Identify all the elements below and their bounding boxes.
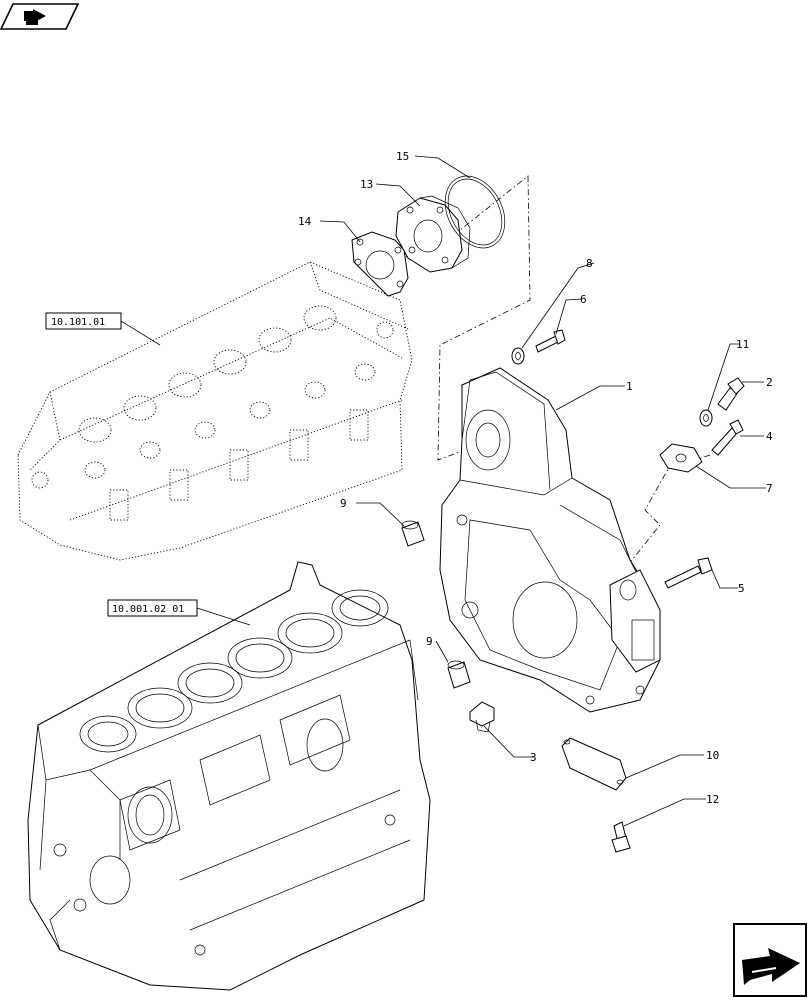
- washer-part-11: [699, 409, 713, 427]
- callout-2: 2: [766, 376, 773, 389]
- dowel-part-9-lower: [447, 660, 471, 689]
- callout-11: 11: [736, 338, 749, 351]
- bolt-part-4: [711, 419, 744, 456]
- plug-part-2: [717, 377, 745, 411]
- washer-part-8: [511, 347, 525, 365]
- book-arrow-icon[interactable]: [0, 3, 80, 30]
- callout-14: 14: [298, 215, 312, 228]
- ref-engine-block-label: 10.001.02 01: [112, 604, 184, 615]
- bolt-part-6: [535, 329, 566, 353]
- next-page-arrow-icon[interactable]: [733, 923, 807, 997]
- callout-labels: 1 2 3 4 5 6 7 8 9 9 10 11 12 13 14 15: [298, 150, 773, 806]
- callout-5: 5: [738, 582, 745, 595]
- callout-9-upper: 9: [340, 497, 347, 510]
- callout-7: 7: [766, 482, 773, 495]
- dowel-part-9-upper: [401, 520, 425, 547]
- plug-part-3: [469, 701, 495, 733]
- cover-plate-part-13: [395, 195, 471, 273]
- flange-part-7: [659, 443, 703, 473]
- ref-box-cylinder-head[interactable]: 10.101.01: [45, 312, 122, 330]
- callout-10: 10: [706, 749, 719, 762]
- callout-6: 6: [580, 293, 587, 306]
- callout-13: 13: [360, 178, 373, 191]
- flywheel-housing-part-1: [439, 367, 661, 713]
- callout-9-lower: 9: [426, 635, 433, 648]
- gasket-part-14: [351, 231, 409, 297]
- callout-4: 4: [766, 430, 773, 443]
- o-ring-part-15: [444, 175, 506, 249]
- assembly-centerlines: [359, 175, 711, 566]
- callout-12: 12: [706, 793, 719, 806]
- ref-box-engine-block[interactable]: 10.001.02 01: [107, 599, 198, 617]
- callout-3: 3: [530, 751, 537, 764]
- cover-part-10: [561, 737, 627, 791]
- callout-8: 8: [586, 257, 593, 270]
- callout-15: 15: [396, 150, 409, 163]
- bolt-part-5: [664, 557, 713, 589]
- callout-1: 1: [626, 380, 633, 393]
- leader-lines: [120, 155, 766, 827]
- bolt-part-12: [611, 821, 631, 853]
- engine-block: [27, 561, 431, 991]
- ref-cylinder-head-label: 10.101.01: [51, 317, 105, 328]
- cylinder-head-ghost: [17, 261, 413, 561]
